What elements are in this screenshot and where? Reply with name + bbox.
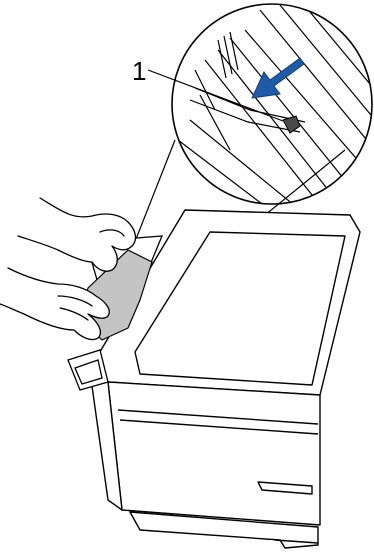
lower-hand xyxy=(0,268,109,340)
detail-magnifier xyxy=(172,0,374,210)
callout-number-1: 1 xyxy=(132,56,146,86)
upper-hand xyxy=(18,198,135,271)
